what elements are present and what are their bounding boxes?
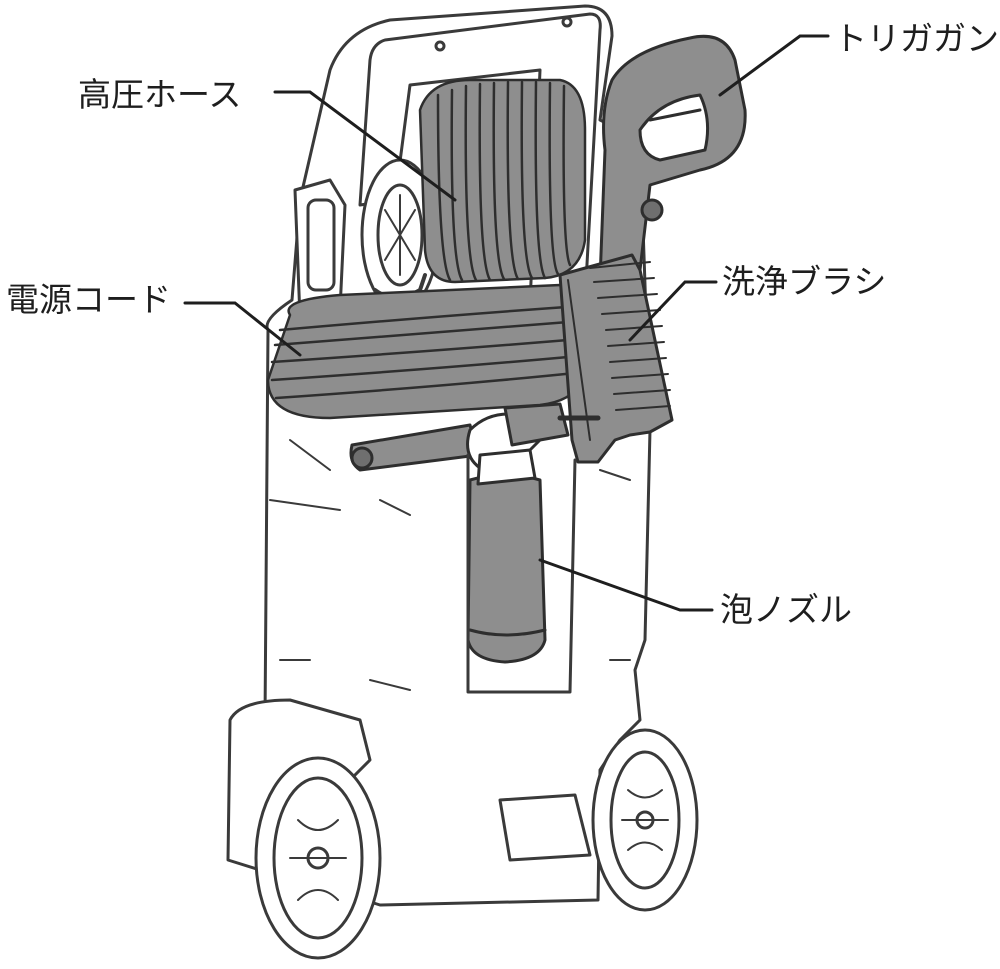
label-wash-brush: 洗浄ブラシ (722, 262, 887, 301)
foam-nozzle (466, 448, 547, 664)
leader-foam-nozzle (538, 558, 714, 612)
right-wheel (591, 728, 699, 912)
leader-wash-brush (628, 280, 718, 342)
label-high-pressure-hose: 高圧ホース (78, 75, 242, 114)
reel-spokes (384, 194, 416, 276)
label-power-cord: 電源コード (6, 280, 171, 319)
label-foam-nozzle: 泡ノズル (720, 590, 852, 629)
leader-high-pressure-hose (273, 90, 457, 202)
screw (434, 40, 446, 52)
high-pressure-hose-coils (418, 78, 587, 284)
leader-lines (183, 34, 830, 612)
holder-slot (306, 198, 336, 292)
label-trigger-gun: トリガガン (834, 19, 999, 58)
bottle-recess (466, 453, 577, 694)
reel-hub-inner (376, 183, 424, 287)
trigger-gun (598, 34, 747, 282)
left-wheel (254, 756, 382, 960)
leader-power-cord (183, 301, 302, 357)
body-detail (279, 659, 631, 691)
leader-trigger-gun (718, 34, 830, 97)
front-pedal (498, 793, 592, 862)
screw (561, 16, 573, 28)
power-cord-coils (266, 283, 597, 420)
wash-brush (558, 253, 674, 464)
body-detail (269, 439, 631, 516)
